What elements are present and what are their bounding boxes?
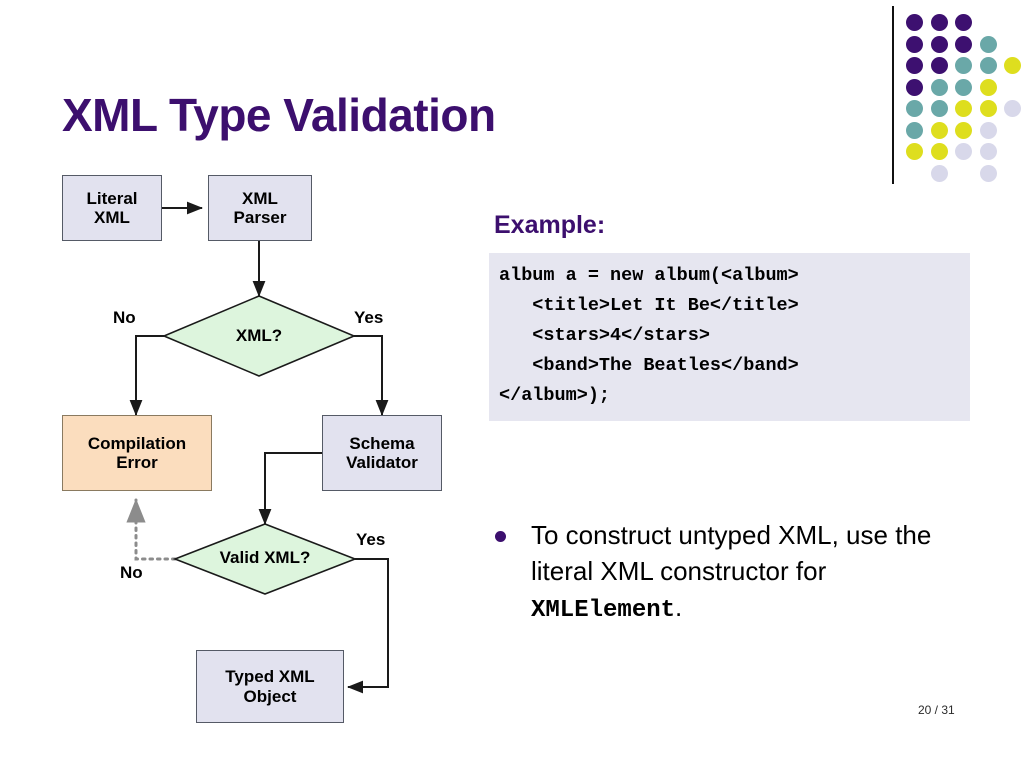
logo-dot (906, 14, 923, 31)
logo-dot (930, 143, 948, 160)
logo-dot (930, 100, 948, 117)
logo-dot (906, 143, 923, 160)
flowchart-connectors (126, 201, 389, 694)
logo-dot (906, 100, 923, 117)
logo-vertical-rule (892, 6, 894, 184)
edge-label-valid-no: No (120, 563, 143, 582)
logo-dot (930, 164, 948, 182)
bullet-text-after: . (675, 591, 683, 622)
logo-dot (906, 78, 923, 96)
bullet-list-item: To construct untyped XML, use the litera… (495, 518, 965, 627)
logo-dot (955, 78, 972, 96)
logo-dot (930, 14, 948, 31)
edge-label-xml-no: No (113, 308, 136, 327)
node-schema-validator[interactable]: Schema Validator (322, 415, 442, 491)
edge-label-xml-yes: Yes (354, 308, 384, 327)
bullet-text: To construct untyped XML, use the litera… (531, 518, 965, 627)
logo-dot (979, 78, 997, 96)
node-xml-parser[interactable]: XML Parser (208, 175, 312, 241)
logo-dot (979, 100, 997, 117)
xml-validation-flowchart: Literal XML XML Parser Compilation Error… (0, 0, 500, 768)
logo-dot (979, 121, 997, 139)
logo-dot (979, 143, 997, 160)
node-typed-xml-object[interactable]: Typed XML Object (196, 650, 344, 723)
bullet-text-before: To construct untyped XML, use the litera… (531, 520, 932, 586)
dot-grid-logo (886, 0, 1024, 190)
logo-dot (955, 143, 972, 160)
logo-dot (979, 164, 997, 182)
logo-dot (979, 35, 997, 53)
logo-dot (906, 35, 923, 53)
example-heading: Example: (494, 211, 606, 239)
logo-dot (955, 121, 972, 139)
logo-dot (906, 121, 923, 139)
example-code-block: album a = new album(<album> <title>Let I… (489, 253, 970, 421)
logo-dot (1004, 100, 1021, 117)
logo-dot (906, 57, 923, 74)
logo-dot (930, 121, 948, 139)
logo-dot (1004, 57, 1021, 74)
bullet-point-icon (495, 531, 506, 542)
logo-dot (979, 57, 997, 74)
logo-dot (930, 78, 948, 96)
logo-dot (930, 57, 948, 74)
decision-valid-xml-shape (172, 523, 358, 595)
edge-label-valid-yes: Yes (356, 530, 386, 549)
node-compilation-error[interactable]: Compilation Error (62, 415, 212, 491)
bullet-mono-term: XMLElement (531, 596, 676, 624)
node-literal-xml[interactable]: Literal XML (62, 175, 162, 241)
page-number: 20 / 31 (918, 703, 955, 717)
logo-dot (955, 57, 972, 74)
page-title: XML Type Validation (62, 89, 496, 141)
logo-dot (955, 35, 972, 53)
logo-dot (955, 100, 972, 117)
decision-xml-shape (161, 295, 357, 377)
logo-dot (930, 35, 948, 53)
logo-dot (955, 14, 972, 31)
